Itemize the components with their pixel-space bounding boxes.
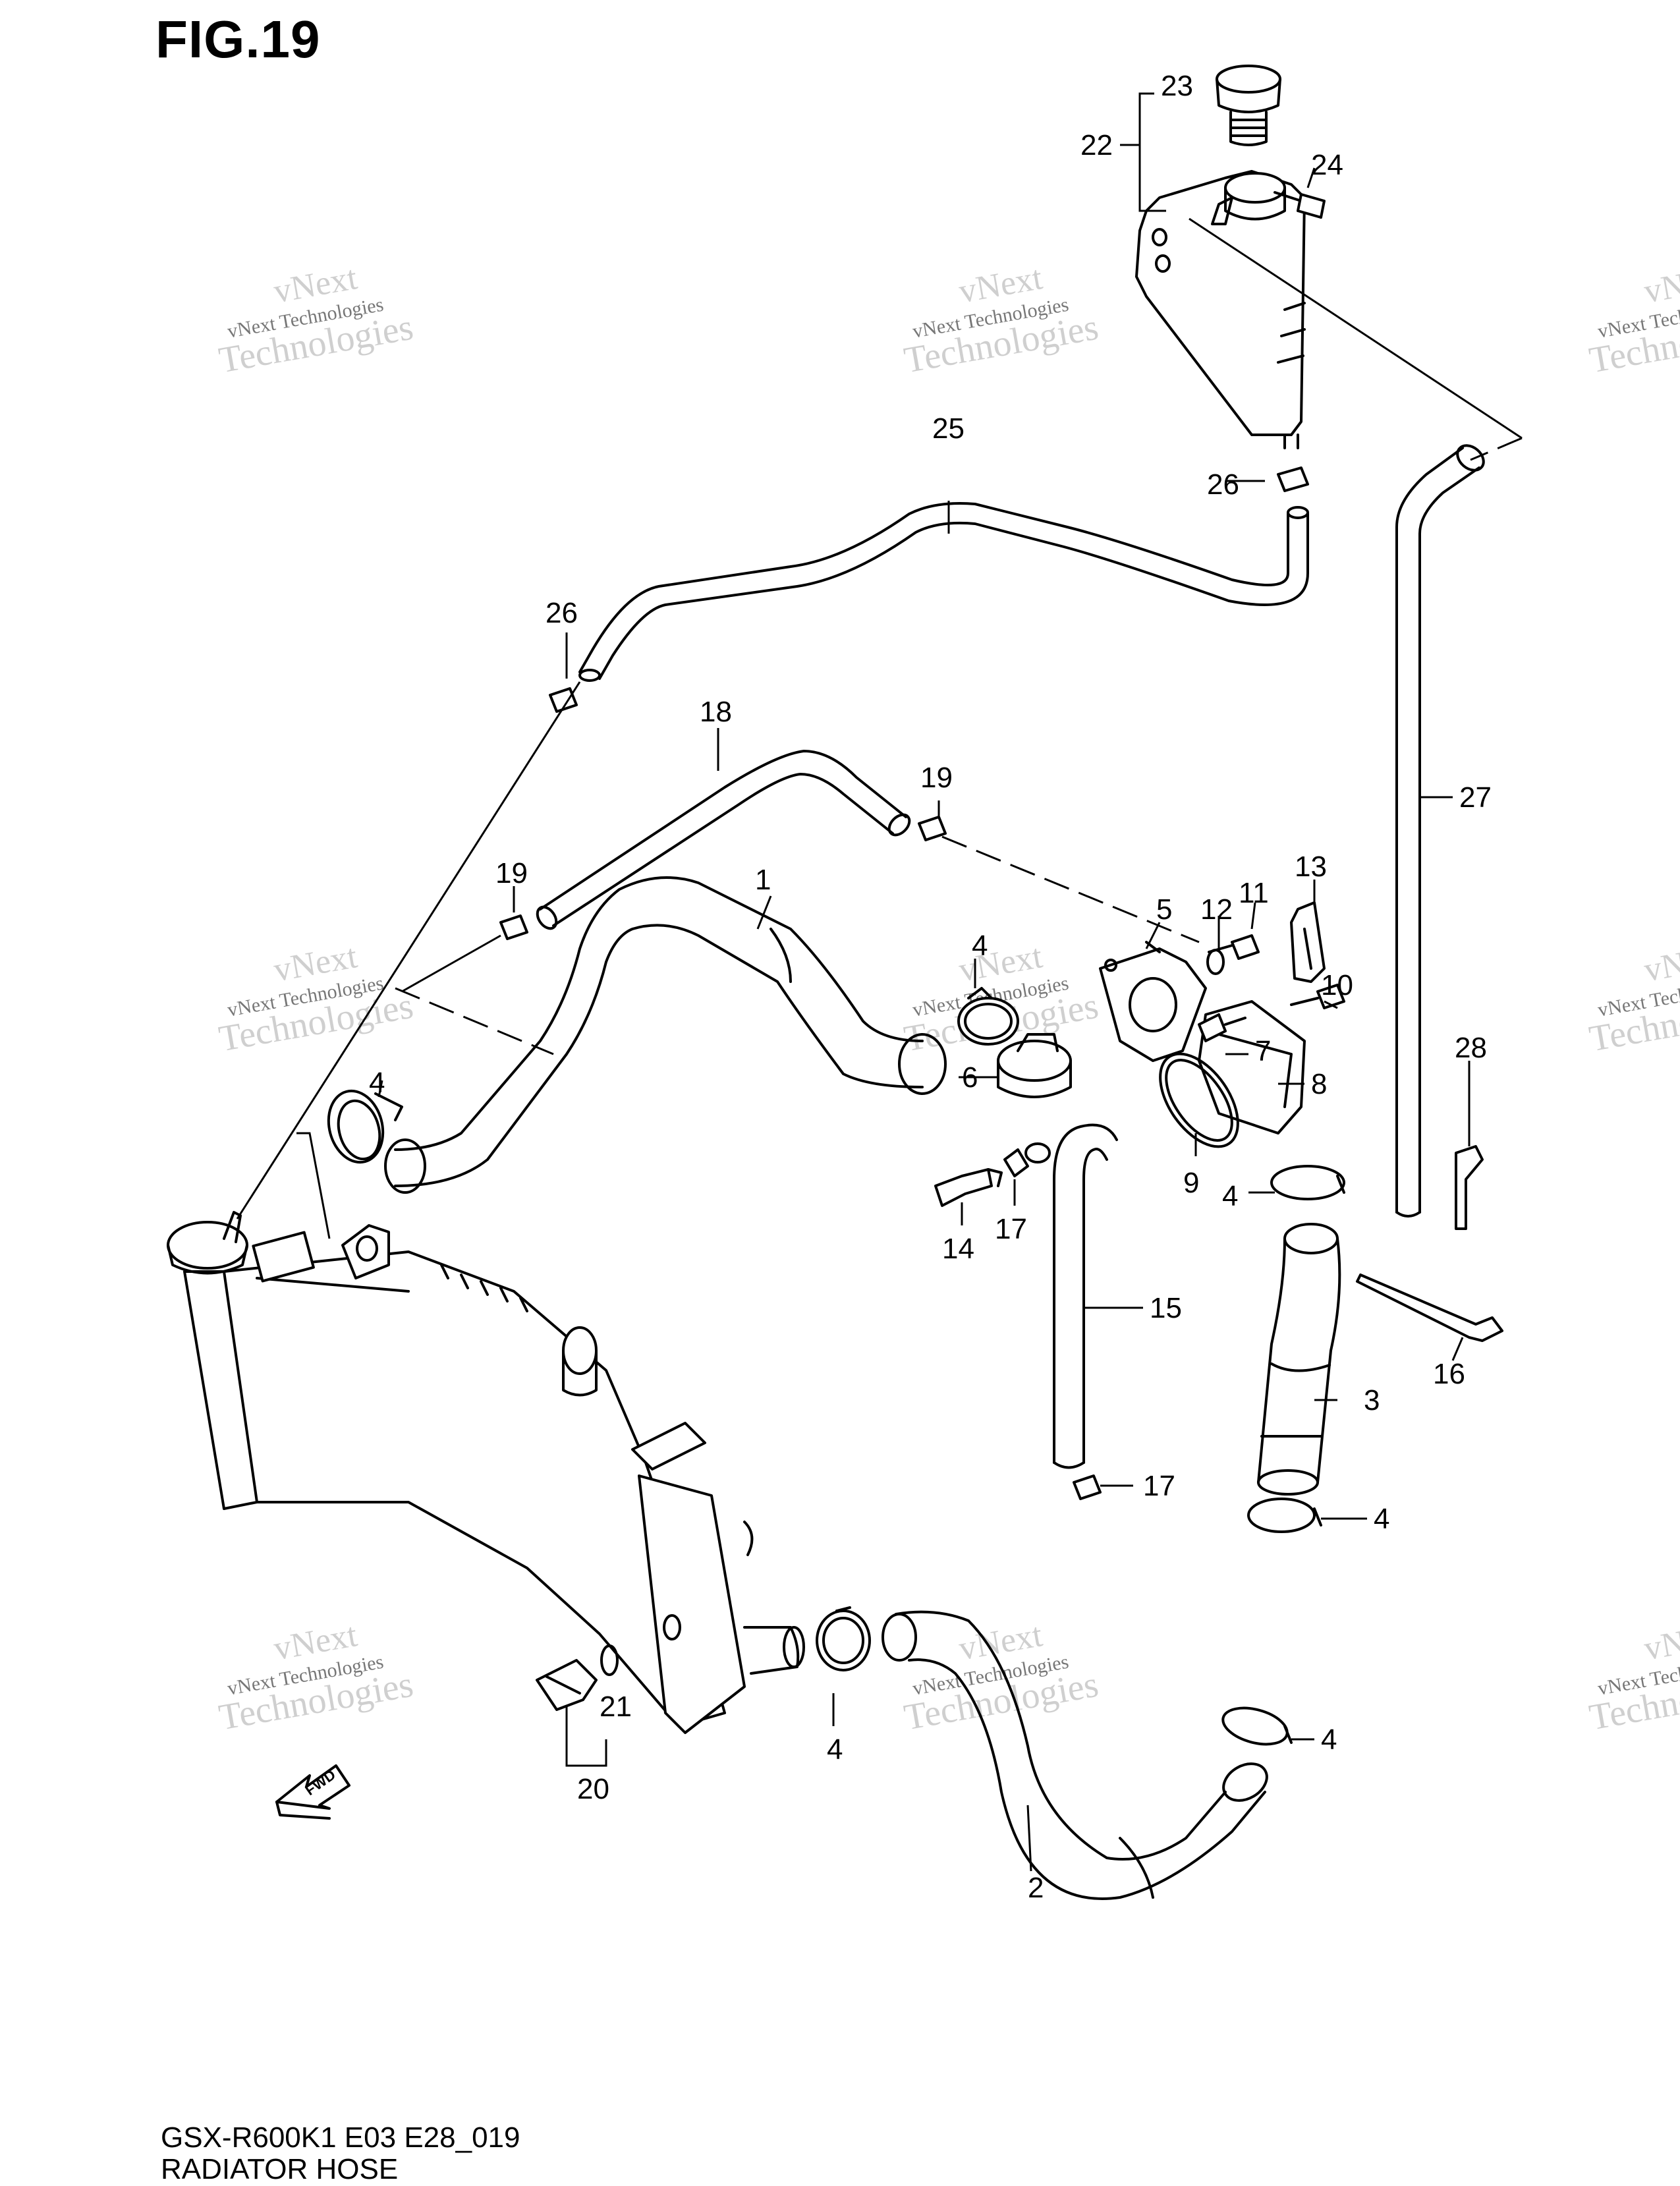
- callout-19: 19: [495, 857, 528, 889]
- callout-18: 18: [700, 696, 732, 728]
- clamp-4: [327, 1089, 403, 1164]
- thermostat-6: [997, 1033, 1072, 1098]
- callout-27: 27: [1459, 781, 1492, 814]
- model-code: GSX-R600K1 E03 E28_019: [161, 2121, 520, 2154]
- callout-5: 5: [1156, 893, 1172, 926]
- callout-13: 13: [1295, 851, 1327, 883]
- bolt-14: [934, 1168, 1003, 1207]
- hose-15: [1024, 1123, 1118, 1469]
- callout-23: 23: [1161, 70, 1193, 102]
- clamp-26: [549, 687, 578, 713]
- callout-21: 21: [600, 1691, 632, 1723]
- bolt-7: [1198, 1013, 1246, 1042]
- callout-15: 15: [1150, 1292, 1182, 1324]
- callout-4: 4: [1222, 1180, 1238, 1212]
- watermark: vNext vNext Technologies Technologies: [1586, 1616, 1680, 1738]
- bolt-11: [1208, 934, 1260, 960]
- callout-9: 9: [1183, 1167, 1199, 1199]
- callout-16: 16: [1433, 1358, 1465, 1390]
- callout-4: 4: [1321, 1724, 1337, 1756]
- callout-24: 24: [1311, 149, 1343, 181]
- figure-caption: RADIATOR HOSE: [161, 2153, 399, 2185]
- inlet-hose-1: [384, 876, 947, 1194]
- clamp-13: [1290, 901, 1326, 983]
- cable-tie-28: [1455, 1145, 1484, 1230]
- callout-14: 14: [942, 1233, 974, 1265]
- callout-26: 26: [1207, 468, 1239, 501]
- clamp-4: [957, 987, 1019, 1046]
- cable-tie-16: [1356, 1274, 1503, 1342]
- watermark: vNext vNext Technologies Technologies: [216, 259, 416, 381]
- hose-18: [536, 750, 911, 930]
- temp-switch-20: [536, 1644, 619, 1711]
- svg-text:vNext: vNext: [1641, 938, 1680, 989]
- svg-text:vNext: vNext: [1641, 259, 1680, 310]
- o-ring-9: [1159, 1052, 1239, 1148]
- callout-3: 3: [1364, 1384, 1380, 1416]
- clamp-26: [1277, 466, 1309, 492]
- watermark-layer: vNext vNext Technologies Technologies vN…: [216, 259, 1680, 1738]
- reservoir-tank: [1135, 170, 1306, 449]
- reservoir-cap: [1216, 65, 1281, 146]
- callout-12: 12: [1200, 893, 1233, 926]
- clamp-19: [918, 816, 947, 841]
- callout-4: 4: [827, 1733, 843, 1766]
- svg-text:vNext: vNext: [1641, 1616, 1680, 1668]
- overflow-hose-27: [1395, 444, 1485, 1218]
- callout-10: 10: [1321, 969, 1353, 1001]
- callout-17: 17: [1143, 1470, 1175, 1502]
- callout-1: 1: [755, 864, 771, 896]
- forward-arrow-icon: FWD: [275, 1764, 350, 1820]
- watermark: vNext vNext Technologies Technologies: [901, 1616, 1102, 1738]
- callout-2: 2: [1028, 1872, 1044, 1904]
- callout-7: 7: [1255, 1035, 1271, 1067]
- callout-26: 26: [546, 597, 578, 629]
- callout-17: 17: [995, 1213, 1027, 1245]
- callout-labels: 1 2 3 4 4 4 4 4 4 5 6 7 8 9 10 11 12 13 …: [369, 70, 1492, 1904]
- hose-3: [1257, 1223, 1341, 1496]
- reservoir-hose-25: [578, 502, 1309, 682]
- watermark: vNext vNext Technologies Technologies: [216, 1616, 416, 1738]
- callout-4: 4: [369, 1067, 385, 1099]
- callout-22: 22: [1080, 129, 1113, 161]
- figure-title: FIG.19: [155, 10, 321, 69]
- watermark: vNext vNext Technologies Technologies: [901, 259, 1102, 381]
- watermark: vNext vNext Technologies Technologies: [1586, 938, 1680, 1059]
- clamp-17: [1073, 1474, 1102, 1500]
- callout-4: 4: [972, 930, 988, 962]
- clamp-4: [1221, 1706, 1293, 1746]
- reservoir-bolt-24: [1274, 191, 1326, 219]
- callout-20: 20: [577, 1773, 609, 1805]
- lower-hose-2: [882, 1610, 1268, 1900]
- watermark: vNext vNext Technologies Technologies: [1586, 259, 1680, 381]
- clamp-4: [816, 1606, 871, 1671]
- callout-11: 11: [1239, 877, 1269, 909]
- clamp-19: [499, 914, 528, 940]
- callout-28: 28: [1455, 1032, 1487, 1064]
- clamp-17: [1003, 1148, 1029, 1177]
- radiator: [167, 1211, 805, 1734]
- clamp-4: [1270, 1165, 1345, 1200]
- callout-4: 4: [1374, 1503, 1389, 1535]
- clamp-4: [1247, 1498, 1322, 1533]
- callout-25: 25: [932, 412, 965, 445]
- callout-8: 8: [1311, 1068, 1327, 1100]
- washer-12: [1206, 949, 1225, 975]
- callout-6: 6: [962, 1061, 978, 1094]
- watermark: vNext vNext Technologies Technologies: [216, 938, 416, 1059]
- thermostat-housing-5: [1099, 941, 1207, 1062]
- leader-lines: [236, 92, 1523, 1872]
- callout-19: 19: [920, 762, 953, 794]
